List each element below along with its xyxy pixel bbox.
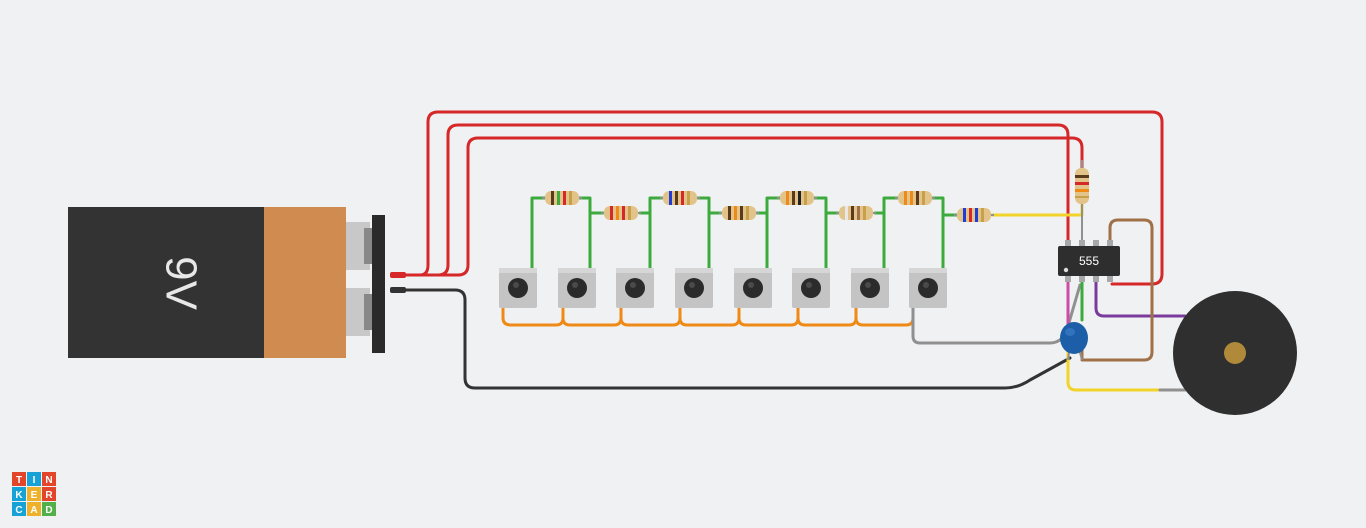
ic-pins-top bbox=[1065, 240, 1113, 248]
ground-wire[interactable] bbox=[403, 288, 1072, 390]
power-wire-3[interactable] bbox=[403, 136, 1084, 277]
logo-letter: K bbox=[15, 490, 23, 501]
pushbutton[interactable] bbox=[616, 268, 654, 308]
key-wire-8[interactable] bbox=[931, 196, 959, 270]
pushbutton[interactable] bbox=[558, 268, 596, 308]
pushbutton[interactable] bbox=[851, 268, 889, 308]
terminal-shade-negative bbox=[364, 294, 374, 330]
pushbutton-row bbox=[499, 268, 947, 308]
logo-cell bbox=[42, 487, 56, 501]
battery-lead-positive[interactable] bbox=[390, 272, 406, 278]
logo-letter: I bbox=[33, 475, 36, 486]
bus-wire-3[interactable] bbox=[619, 306, 682, 327]
ic-body bbox=[1058, 246, 1120, 276]
logo-cell bbox=[27, 487, 41, 501]
logo-letter: D bbox=[45, 505, 52, 516]
ic-pin1-marker bbox=[1063, 267, 1069, 273]
battery-label-group: 9V bbox=[156, 256, 205, 310]
bus-wire-6[interactable] bbox=[796, 306, 858, 327]
key-wire-6[interactable] bbox=[812, 196, 840, 270]
pushbutton[interactable] bbox=[675, 268, 713, 308]
ic-555[interactable]: 555 bbox=[1058, 240, 1120, 282]
battery-cap bbox=[264, 207, 346, 358]
resistor[interactable] bbox=[719, 206, 759, 220]
buzzer-disc bbox=[1224, 342, 1246, 364]
key-wire-4[interactable] bbox=[696, 196, 723, 270]
bus-wire-7[interactable] bbox=[854, 306, 915, 327]
battery-body bbox=[68, 207, 265, 358]
bus-wire-4[interactable] bbox=[678, 306, 741, 327]
power-wire-1[interactable] bbox=[403, 110, 1164, 286]
key-wire-7[interactable] bbox=[873, 196, 899, 270]
pushbutton[interactable] bbox=[792, 268, 830, 308]
ic-label: 555 bbox=[1079, 254, 1099, 268]
ceramic-capacitor[interactable] bbox=[1060, 322, 1088, 361]
logo-cell bbox=[42, 502, 56, 516]
resistor-chain bbox=[542, 191, 994, 222]
logo-letter: E bbox=[31, 490, 38, 501]
logo-letter: A bbox=[30, 505, 37, 516]
ic-pins-bottom bbox=[1065, 274, 1113, 282]
timing-resistor[interactable] bbox=[1075, 160, 1089, 208]
logo-cell bbox=[12, 472, 26, 486]
key-wire-1[interactable] bbox=[530, 196, 547, 270]
output-wire-bottom[interactable] bbox=[1066, 348, 1187, 392]
logo-letter: N bbox=[45, 475, 52, 486]
battery-9v[interactable]: 9V bbox=[68, 207, 406, 358]
bus-wire-1[interactable] bbox=[501, 306, 565, 327]
resistor[interactable] bbox=[542, 191, 582, 205]
resistor[interactable] bbox=[660, 191, 700, 205]
pushbutton[interactable] bbox=[734, 268, 772, 308]
power-wire-2[interactable] bbox=[403, 123, 1070, 277]
battery-clip bbox=[372, 215, 385, 353]
logo-letter: C bbox=[15, 505, 22, 516]
logo-letter: R bbox=[45, 490, 53, 501]
resistor[interactable] bbox=[954, 208, 994, 222]
resistor[interactable] bbox=[836, 206, 876, 220]
logo-letter: T bbox=[16, 475, 22, 486]
wire-layer bbox=[403, 110, 1187, 392]
resistor[interactable] bbox=[601, 206, 641, 220]
key-wire-2[interactable] bbox=[576, 196, 605, 270]
pushbutton[interactable] bbox=[909, 268, 947, 308]
resistor[interactable] bbox=[895, 191, 935, 205]
bus-wire-2[interactable] bbox=[561, 306, 623, 327]
ic-pin-wire-brown[interactable] bbox=[1080, 218, 1154, 362]
piezo-buzzer[interactable] bbox=[1173, 291, 1297, 415]
logo-cell bbox=[42, 472, 56, 486]
battery-label: 9V bbox=[156, 256, 205, 310]
pushbutton[interactable] bbox=[499, 268, 537, 308]
ic-pin-wire-purple[interactable] bbox=[1094, 272, 1187, 318]
logo-cell bbox=[12, 502, 26, 516]
battery-lead-negative[interactable] bbox=[390, 287, 406, 293]
logo-cell bbox=[27, 472, 41, 486]
terminal-shade-positive bbox=[364, 228, 374, 264]
resistor[interactable] bbox=[777, 191, 817, 205]
logo-cell bbox=[12, 487, 26, 501]
logo-cell bbox=[27, 502, 41, 516]
bus-wire-5[interactable] bbox=[737, 306, 800, 327]
key-wire-3[interactable] bbox=[638, 196, 664, 270]
key-wire-5[interactable] bbox=[755, 196, 782, 270]
